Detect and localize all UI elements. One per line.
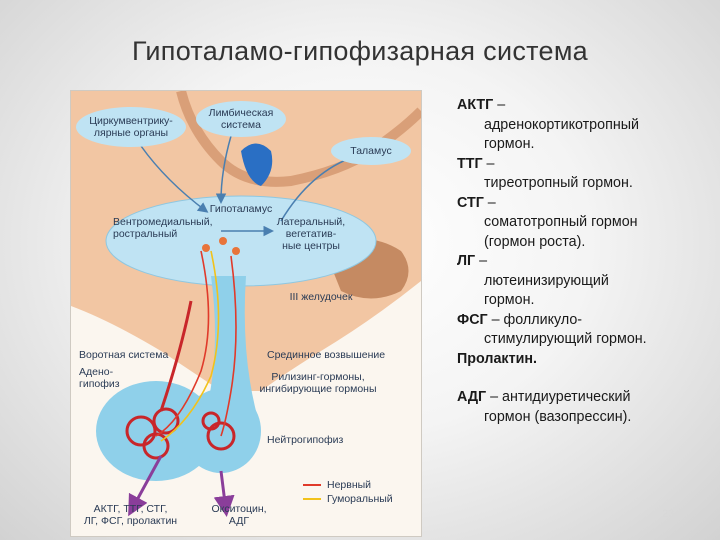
hormone-glossary: АКТГ – адренокортикотропный гормон. ТТГ … (457, 96, 717, 427)
label-hypothalamus: Гипоталамус (209, 203, 273, 215)
term-gh: СТГ – соматотропный гормон (гормон роста… (457, 194, 717, 253)
page-number: 23 (662, 508, 675, 520)
term-sep: – (483, 194, 496, 211)
term-sep: – (482, 155, 495, 172)
label-portal-system: Воротная система (79, 349, 169, 361)
label-ventromedial: Вентромедиальный, ростральный (113, 216, 213, 240)
limbic-bubble (196, 101, 286, 137)
term-abbr: ФСГ (457, 311, 488, 328)
term-desc-line: гормон (вазопрессин). (484, 408, 632, 425)
term-desc-line: стимулирующий гормон. (484, 331, 647, 347)
term-abbr: АДГ (457, 389, 487, 405)
slide-title: Гипоталамо-гипофизарная система (131, 36, 588, 66)
term-desc-line: гормон. (484, 136, 535, 152)
neurohypophysis-lobe (181, 389, 261, 473)
term-desc-line: (гормон роста). (484, 233, 586, 250)
term-inline-desc: – фолликуло- (487, 311, 583, 328)
label-neurohypophysis: Нейтрогипофиз (267, 434, 344, 446)
term-lh: ЛГ – лютеинизирующий гормон. (457, 252, 717, 311)
term-abbr: АКТГ (457, 97, 494, 113)
label-median-eminence: Срединное возвышение (267, 349, 386, 361)
term-abbr: ЛГ (457, 253, 476, 269)
label-anterior-outputs: АКТГ, ТТГ, СТГ, ЛГ, ФСГ, пролактин (83, 503, 178, 527)
term-sep: – (475, 253, 488, 269)
term-fsh: ФСГ – фолликуло- стимулирующий гормон. (457, 311, 717, 350)
term-sep: – (493, 97, 506, 113)
term-prolactin: Пролактин. (457, 350, 717, 370)
term-tsh: ТТГ – тиреотропный гормон. (457, 155, 717, 194)
label-thalamus: Таламус (350, 145, 392, 157)
term-abbr: Пролактин. (457, 350, 537, 367)
term-abbr: ТТГ (457, 155, 483, 172)
anatomy-illustration (71, 91, 421, 517)
term-abbr: СТГ (457, 194, 484, 211)
label-posterior-outputs: Окситоцин, АДГ (211, 503, 267, 527)
term-desc-line: адренокортикотропный (484, 116, 639, 133)
term-inline-desc: – антидиуретический (486, 389, 631, 405)
term-acth: АКТГ – адренокортикотропный гормон. (457, 96, 717, 155)
term-desc-line: тиреотропный гормон. (484, 175, 633, 191)
label-circumventricular: Циркумвентрику- лярные органы (89, 115, 173, 139)
circumventricular-bubble (76, 107, 186, 147)
label-adenohypophysis: Адено- гипофиз (79, 366, 120, 390)
term-desc-line: гормон. (484, 292, 535, 308)
term-adh: АДГ – антидиуретический гормон (вазопрес… (457, 388, 717, 427)
label-limbic: Лимбическая система (208, 107, 274, 131)
thalamus-bubble (331, 137, 411, 165)
label-releasing-hormones: Рилизинг-гормоны, ингибирующие гормоны (259, 371, 377, 395)
legend-neural: Нервный (327, 479, 372, 491)
hypothalamic-pituitary-diagram: Циркумвентрику- лярные органы Лимбическа… (70, 90, 422, 537)
label-third-ventricle: III желудочек (289, 291, 353, 303)
term-desc-line: соматотропный гормон (484, 214, 638, 230)
label-lateral: Латеральный, вегетатив- ные центры (276, 216, 346, 252)
term-desc-line: лютеинизирующий (484, 272, 609, 289)
legend-humoral: Гуморальный (327, 493, 393, 505)
